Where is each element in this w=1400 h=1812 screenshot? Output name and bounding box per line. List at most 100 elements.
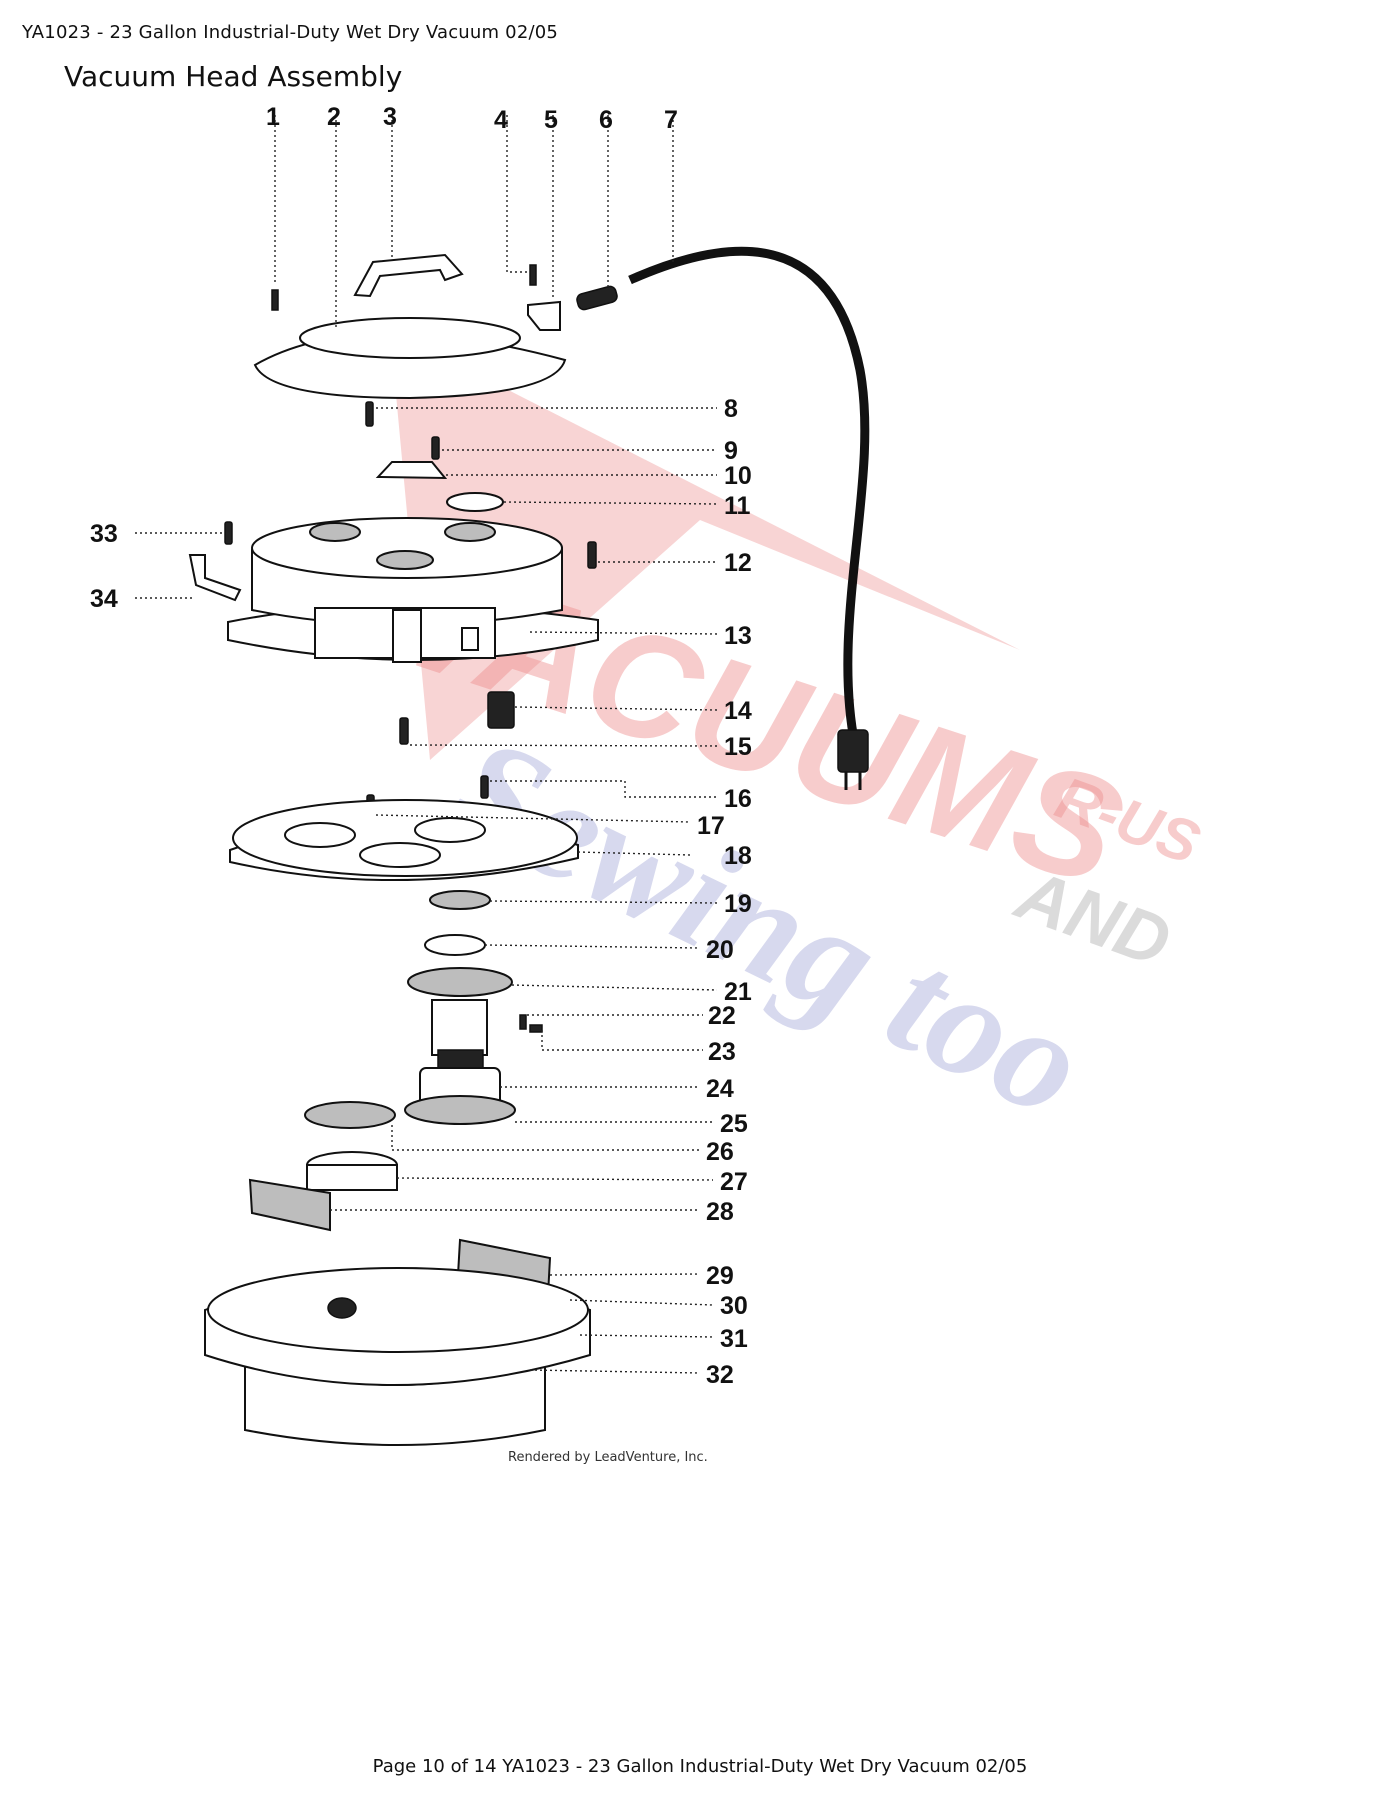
callout-31: 31	[720, 1325, 748, 1353]
top-cover-group	[253, 246, 870, 790]
leader-23	[541, 1030, 703, 1051]
screw-15	[399, 717, 409, 745]
plug-cap-11	[446, 492, 504, 512]
callout-16: 16	[724, 785, 752, 813]
screw-33	[224, 521, 233, 545]
leader-14	[514, 706, 718, 711]
callout-12: 12	[724, 549, 752, 577]
document-header: YA1023 - 23 Gallon Industrial-Duty Wet D…	[22, 22, 559, 43]
leader-15	[409, 744, 718, 747]
callout-27: 27	[720, 1168, 748, 1196]
callout-6: 6	[599, 106, 613, 134]
gear-31	[327, 1297, 357, 1319]
screw-16	[480, 775, 489, 799]
mounting-plate-group	[229, 775, 579, 882]
top-cover-dome	[299, 317, 521, 359]
callout-7: 7	[664, 106, 678, 134]
callout-10: 10	[724, 462, 752, 490]
callout-4: 4	[494, 106, 508, 134]
screw-12	[587, 541, 597, 569]
callout-29: 29	[706, 1262, 734, 1290]
callout-22: 22	[708, 1002, 736, 1030]
strain-relief	[576, 285, 618, 311]
callout-18: 18	[724, 842, 752, 870]
callout-19: 19	[724, 890, 752, 918]
callout-34: 34	[90, 585, 118, 613]
callout-8: 8	[724, 395, 738, 423]
mounting-plate-hole-c	[359, 842, 441, 868]
render-credit: Rendered by LeadVenture, Inc.	[508, 1450, 708, 1465]
callout-13: 13	[724, 622, 752, 650]
leader-lines	[135, 115, 718, 1374]
callout-3: 3	[383, 103, 397, 131]
callout-1: 1	[266, 103, 280, 131]
callout-32: 32	[706, 1361, 734, 1389]
callout-14: 14	[724, 697, 752, 725]
motor-armature	[431, 999, 488, 1056]
callout-9: 9	[724, 437, 738, 465]
screw-1	[271, 289, 279, 311]
callout-26: 26	[706, 1138, 734, 1166]
callout-2: 2	[327, 103, 341, 131]
watermark: VACUUMS Sewing too R-US AND	[379, 330, 1208, 1150]
callout-11: 11	[724, 492, 751, 520]
callout-15: 15	[724, 733, 752, 761]
leader-30	[569, 1299, 714, 1306]
callout-5: 5	[544, 106, 558, 134]
callout-33: 33	[90, 520, 118, 548]
leader-11	[503, 501, 718, 505]
screw-22	[519, 1014, 527, 1030]
callout-17: 17	[697, 812, 725, 840]
switch-14	[487, 691, 515, 729]
power-cord	[628, 246, 870, 746]
screw-9	[431, 436, 440, 460]
leader-4	[506, 115, 527, 273]
callout-24: 24	[706, 1075, 734, 1103]
housing-opening-b	[444, 522, 496, 542]
bearing-21	[407, 967, 513, 997]
cord-plug	[837, 729, 869, 773]
mounting-plate-hole-a	[284, 822, 356, 848]
callout-23: 23	[708, 1038, 736, 1066]
leader-20	[484, 944, 701, 949]
callout-30: 30	[720, 1292, 748, 1320]
seal-19	[429, 890, 491, 910]
terminal-block	[375, 461, 448, 480]
leader-13	[529, 631, 718, 635]
leader-27	[396, 1177, 714, 1181]
housing-opening-a	[309, 522, 361, 542]
callout-21: 21	[724, 978, 752, 1006]
gasket-25	[404, 1095, 516, 1125]
leader-26	[391, 1125, 700, 1151]
callout-25: 25	[720, 1110, 748, 1138]
carry-handle	[353, 253, 464, 298]
cord-clamp	[527, 300, 561, 331]
filter-28	[248, 1178, 331, 1232]
leader-29	[549, 1273, 701, 1276]
leader-16	[490, 780, 717, 798]
callout-20: 20	[706, 936, 734, 964]
leader-18	[577, 851, 691, 856]
callout-labels: 1 2 3 4 5 6 7 8 9 10 11 12 13 14 15 16 1…	[90, 103, 752, 1389]
callout-28: 28	[706, 1198, 734, 1226]
mounting-plate-hole-b	[414, 817, 486, 843]
leader-31	[579, 1334, 714, 1338]
screw-8	[365, 401, 374, 427]
switch-slot	[392, 609, 422, 663]
switch-indicator	[461, 627, 479, 651]
leader-21	[511, 984, 718, 991]
page-title: Vacuum Head Assembly	[64, 60, 403, 93]
leader-32	[529, 1369, 701, 1374]
housing-opening-c	[376, 550, 434, 570]
impeller-27-body	[306, 1164, 398, 1191]
gasket-26	[304, 1101, 396, 1129]
lower-housing-group	[204, 1238, 591, 1446]
lower-housing-top	[207, 1267, 589, 1353]
watermark-swoosh	[390, 330, 1020, 760]
bracket-34	[188, 554, 242, 602]
page-footer: Page 10 of 14 YA1023 - 23 Gallon Industr…	[372, 1756, 1028, 1777]
leader-17	[375, 814, 691, 823]
ring-20	[424, 934, 486, 956]
motor-housing-group	[188, 401, 599, 745]
